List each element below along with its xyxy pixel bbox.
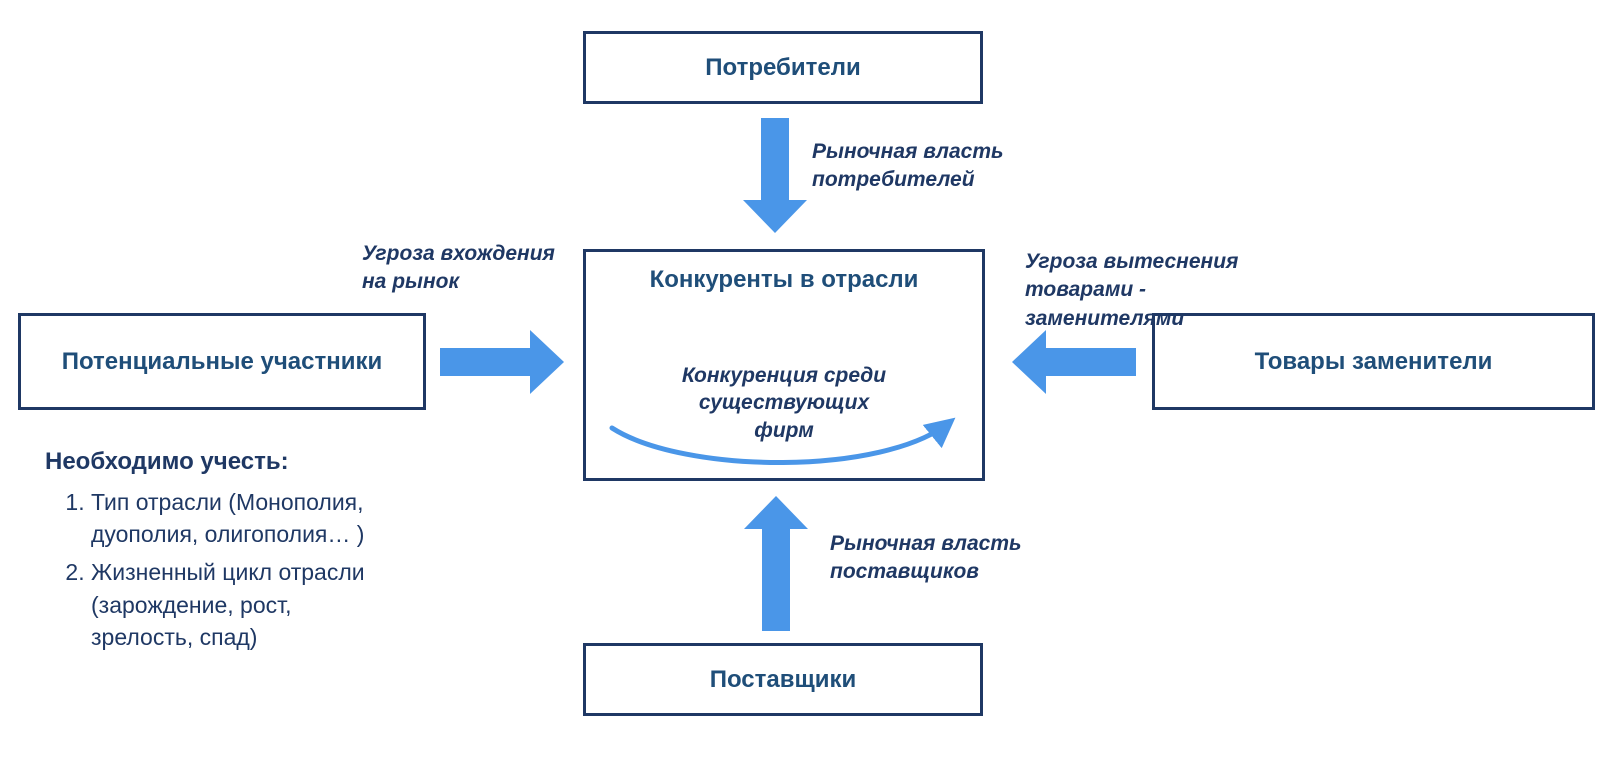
notes-block: Необходимо учесть: Тип отрасли (Монополи… [45,448,397,659]
consumer-power-arrowhead-icon [743,200,807,233]
substitution-threat-label: Угроза вытеснения товарами - заменителям… [1025,250,1239,330]
notes-title: Необходимо учесть: [45,448,289,475]
consumers-box-label: Потребители [705,53,861,81]
substitutes-box-label: Товары заменители [1254,347,1493,375]
potential-entrants-box: Потенциальные участники [18,313,426,410]
entry-threat-arrow-body [440,348,530,376]
substitution-threat-arrowhead-icon [1012,330,1046,394]
notes-list-item: Тип отрасли (Монополия, дуополия, олигоп… [91,486,397,550]
rivalry-text: Конкуренция среди существующих фирм [681,364,887,442]
entry-threat-arrowhead-icon [530,330,564,394]
supplier-power-arrowhead-icon [744,496,808,529]
entry-threat-label: Угроза вхождения на рынок [362,242,555,294]
rivalry-curved-arrow [609,417,956,465]
suppliers-box: Поставщики [583,643,983,716]
consumer-power-arrow [743,118,807,233]
supplier-power-arrow-body [762,529,790,631]
supplier-power-arrow [744,496,808,631]
substitution-threat-arrow [1012,330,1136,394]
consumers-box: Потребители [583,31,983,104]
potential-entrants-box-label: Потенциальные участники [61,347,383,375]
notes-list: Тип отрасли (Монополия, дуополия, олигоп… [45,486,397,653]
substitutes-box: Товары заменители [1152,313,1595,410]
entry-threat-arrow [440,330,564,394]
industry-rivals-box: Конкуренты в отрасли Конкуренция среди с… [583,249,985,481]
suppliers-box-label: Поставщики [709,665,857,693]
industry-rivals-title: Конкуренты в отрасли [649,266,919,293]
consumer-power-arrow-body [761,118,789,200]
notes-list-item: Жизненный цикл отрасли (зарождение, рост… [91,556,397,653]
supplier-power-label: Рыночная власть поставщиков [830,532,1022,584]
consumer-power-label: Рыночная власть потребителей [812,140,1004,192]
substitution-threat-arrow-body [1046,348,1136,376]
